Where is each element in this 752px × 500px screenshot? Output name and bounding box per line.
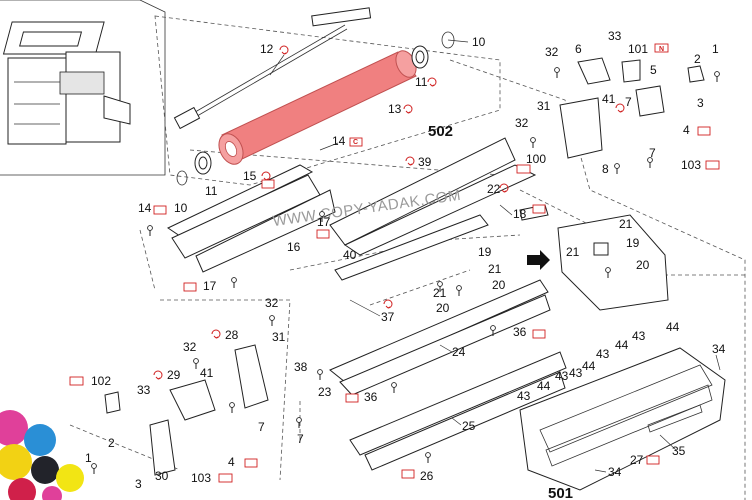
part-label: 29 <box>167 368 181 382</box>
part-label: 32 <box>545 45 559 59</box>
part-label: 43 <box>632 329 646 343</box>
part-label: 13 <box>388 102 402 116</box>
part-label: 2 <box>694 52 701 66</box>
part-label: 30 <box>155 469 169 483</box>
part-label: 21 <box>488 262 502 276</box>
part-label: 17 <box>317 215 331 229</box>
part-label: 8 <box>602 162 609 176</box>
part-label: 7 <box>258 420 265 434</box>
part-label: 4 <box>683 123 690 137</box>
part-label: 38 <box>294 360 308 374</box>
part-label: 21 <box>566 245 580 259</box>
part-label: 20 <box>436 301 450 315</box>
right-side-brackets <box>559 57 705 159</box>
part-label: 33 <box>608 29 622 43</box>
part-label: 19 <box>478 245 492 259</box>
part-number-labels: 12 10 10 11 11 13 14 14 15 16 17 17 18 1… <box>85 29 726 491</box>
part-label: 10 <box>472 35 486 49</box>
part-label: 102 <box>91 374 111 388</box>
part-label: 2 <box>108 436 115 450</box>
part-label: 44 <box>582 359 596 373</box>
part-label: 1 <box>85 451 92 465</box>
part-label: 20 <box>492 278 506 292</box>
part-label: 25 <box>462 419 476 433</box>
part-label: 19 <box>626 236 640 250</box>
tag-letter-c: C <box>353 139 358 146</box>
part-label: 21 <box>619 217 633 231</box>
part-label: 43 <box>517 389 531 403</box>
part-label: 33 <box>137 383 151 397</box>
part-label: 3 <box>135 477 142 491</box>
part-label: 43 <box>569 366 583 380</box>
copier-overview <box>0 0 166 176</box>
part-label: 7 <box>625 95 632 109</box>
part-label: 18 <box>513 207 527 221</box>
leader-lines <box>269 39 721 473</box>
part-label: 34 <box>712 342 726 356</box>
part-label: 16 <box>287 240 301 254</box>
part-label: 43 <box>596 347 610 361</box>
part-label: 31 <box>537 99 551 113</box>
part-label: 43 <box>555 369 569 383</box>
assembly-label-502: 502 <box>428 123 453 140</box>
roller-end-parts <box>176 31 455 186</box>
tag-letters: C N <box>353 46 664 146</box>
part-label: 11 <box>415 75 428 89</box>
part-label: 11 <box>205 184 218 198</box>
part-label: 32 <box>183 340 197 354</box>
part-label: 26 <box>420 469 434 483</box>
part-label: 35 <box>672 444 686 458</box>
part-label: 23 <box>318 385 332 399</box>
part-label: 44 <box>537 379 551 393</box>
upper-fuser-roller <box>218 50 417 165</box>
part-label: 28 <box>225 328 239 342</box>
part-label: 12 <box>260 42 274 56</box>
part-label: 44 <box>615 338 629 352</box>
part-label: 100 <box>526 152 546 166</box>
part-label: 20 <box>636 258 650 272</box>
part-label: 10 <box>174 201 188 215</box>
part-label: 15 <box>243 169 257 183</box>
left-side-brackets <box>104 344 269 476</box>
part-label: 36 <box>364 390 378 404</box>
color-logo-corner <box>0 410 84 500</box>
part-label: 41 <box>602 92 616 106</box>
tag-letter-n: N <box>659 46 664 53</box>
part-label: 4 <box>228 455 235 469</box>
part-label: 1 <box>712 42 719 56</box>
part-label: 44 <box>666 320 680 334</box>
part-label: 103 <box>191 471 211 485</box>
part-label: 39 <box>418 155 432 169</box>
part-label: 31 <box>272 330 286 344</box>
middle-guides <box>329 279 567 471</box>
part-label: 3 <box>697 96 704 110</box>
part-label: 36 <box>513 325 527 339</box>
part-label: 41 <box>200 366 214 380</box>
part-label: 7 <box>297 432 304 446</box>
assembly-label-501: 501 <box>548 485 573 500</box>
detail-inset <box>527 214 669 311</box>
part-label: 32 <box>515 116 529 130</box>
part-label: 101 <box>628 42 648 56</box>
part-label: 40 <box>343 248 357 262</box>
exit-guide-assembly <box>519 347 726 491</box>
reference-tags <box>69 43 720 483</box>
part-label: 6 <box>575 42 582 56</box>
part-label: 103 <box>681 158 701 172</box>
part-label: 5 <box>650 63 657 77</box>
part-label: 21 <box>433 286 447 300</box>
part-label: 32 <box>265 296 279 310</box>
part-label: 7 <box>649 146 656 160</box>
part-label: 24 <box>452 345 466 359</box>
part-label: 34 <box>608 465 622 479</box>
fuser-frames <box>166 137 549 281</box>
heater-lamp <box>173 7 372 130</box>
part-label: 17 <box>203 279 217 293</box>
part-label: 22 <box>487 182 501 196</box>
part-label: 37 <box>381 310 395 324</box>
part-label: 14 <box>332 134 346 148</box>
part-label: 27 <box>630 453 644 467</box>
part-label: 14 <box>138 201 152 215</box>
